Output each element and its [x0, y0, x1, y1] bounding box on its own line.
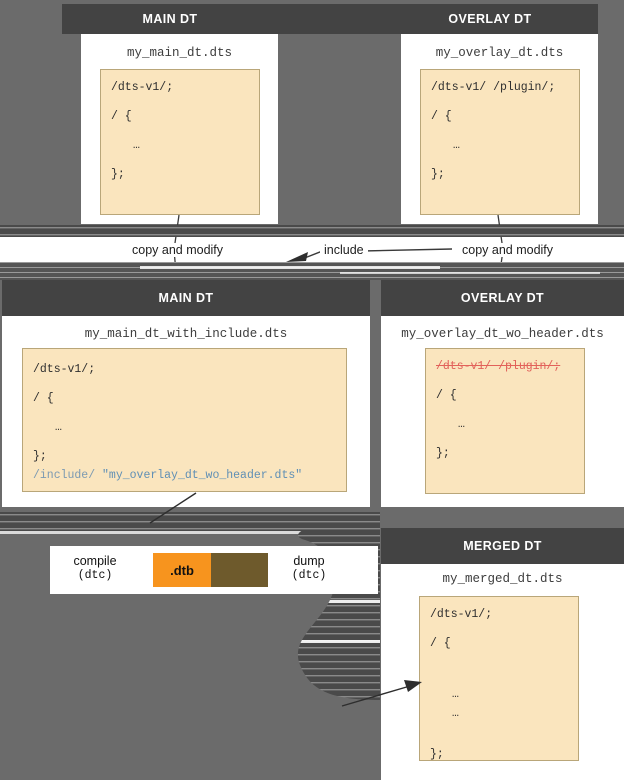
dump-tool: (dtc) [291, 568, 327, 582]
compile-tool: (dtc) [77, 568, 113, 582]
row2-header-overlay: OVERLAY DT [381, 280, 624, 316]
code-line: / { [436, 389, 457, 402]
code-line: }; [431, 168, 445, 181]
code-line: / { [431, 110, 452, 123]
code-line: … [458, 418, 466, 431]
code-line: /dts-v1/ /plugin/; [436, 361, 584, 390]
codeblock-my-overlay-dt: /dts-v1/ /plugin/; / { … }; [420, 69, 580, 215]
card-main-dt-row1: my_main_dt.dts /dts-v1/; / { … }; [81, 34, 278, 224]
dump-label-group: dump (dtc) [272, 554, 346, 582]
label-copy-and-modify-left: copy and modify [128, 243, 228, 257]
compile-label-group: compile (dtc) [52, 554, 138, 582]
code-line: / { [33, 392, 54, 405]
codeblock-my-main-dt: /dts-v1/; / { … }; [100, 69, 260, 215]
panel-title-main-dt-row2: MAIN DT [158, 291, 214, 305]
code-line: /dts-v1/ /plugin/; [431, 81, 556, 94]
dtb-artifact-box: .dtb [153, 553, 211, 587]
dump-label: dump [293, 554, 325, 568]
row1-header-bar: MAIN DT OVERLAY DT [62, 4, 598, 34]
label-copy-and-modify-right: copy and modify [458, 243, 558, 257]
code-line: … [453, 139, 461, 152]
filename-my-overlay-dt: my_overlay_dt.dts [435, 46, 564, 60]
include-filename: "my_overlay_dt_wo_header.dts" [102, 469, 303, 482]
row3-header-merged: MERGED DT [381, 528, 624, 564]
include-keyword: /include/ [33, 469, 96, 482]
label-include: include [320, 243, 368, 257]
code-line: }; [111, 168, 125, 181]
filename-my-main-dt-with-include: my_main_dt_with_include.dts [84, 327, 288, 341]
code-line: }; [436, 447, 450, 460]
code-line: … [55, 421, 63, 434]
filename-my-merged-dt: my_merged_dt.dts [442, 572, 563, 586]
codeblock-my-merged-dt: /dts-v1/; / { … … }; [419, 596, 579, 761]
code-line: / { [430, 637, 451, 650]
code-line: }; [33, 450, 47, 463]
filename-my-main-dt: my_main_dt.dts [126, 46, 233, 60]
card-overlay-dt-row1: my_overlay_dt.dts /dts-v1/ /plugin/; / {… [401, 34, 598, 224]
compile-label: compile [73, 554, 117, 568]
code-line: }; [430, 748, 444, 761]
artifact-mid-smear [0, 512, 380, 534]
code-line: … [452, 688, 460, 701]
code-line: /dts-v1/; [111, 81, 174, 94]
code-line: … [133, 139, 141, 152]
code-line-include: /include/ "my_overlay_dt_wo_header.dts" [33, 470, 346, 489]
code-line: /dts-v1/; [33, 363, 96, 376]
code-line: /dts-v1/; [430, 608, 493, 621]
code-line: / { [111, 110, 132, 123]
codeblock-my-main-dt-with-include: /dts-v1/; / { … }; /include/ "my_overlay… [22, 348, 347, 492]
dtb-shadow-bar [210, 553, 268, 587]
code-line: … [452, 707, 460, 720]
panel-title-overlay-dt-row2: OVERLAY DT [460, 291, 545, 305]
code-strikethrough: /dts-v1/ /plugin/; [436, 360, 561, 373]
filename-my-overlay-dt-wo-header: my_overlay_dt_wo_header.dts [401, 327, 604, 341]
row2-header-main: MAIN DT [2, 280, 370, 316]
panel-title-main-dt-row1: MAIN DT [142, 12, 198, 26]
panel-title-merged-dt: MERGED DT [463, 539, 542, 553]
panel-title-overlay-dt-row1: OVERLAY DT [448, 12, 532, 26]
codeblock-my-overlay-dt-wo-header: /dts-v1/ /plugin/; / { … }; [425, 348, 585, 494]
